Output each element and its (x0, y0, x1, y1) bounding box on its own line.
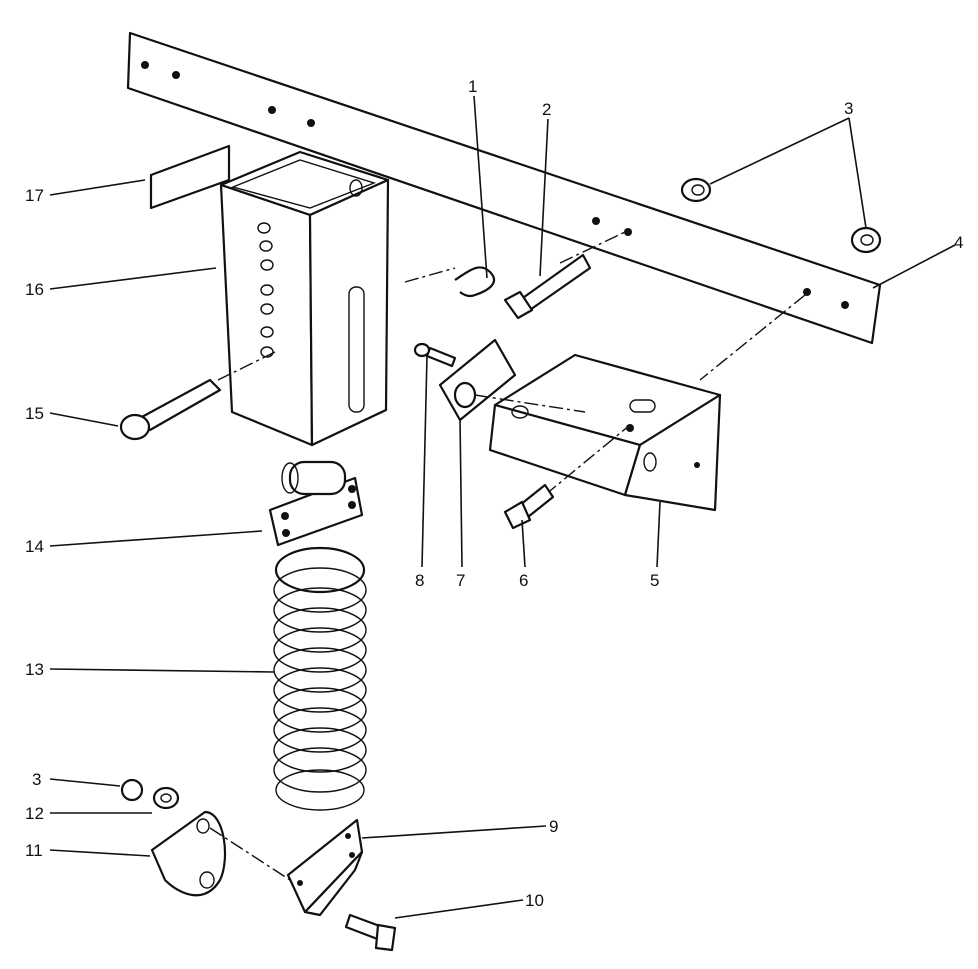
callout-12: 12 (25, 804, 44, 823)
decal (149, 144, 231, 210)
lower-bracket (286, 818, 364, 917)
hairpin-clip (404, 266, 496, 298)
hinge-plate (268, 460, 364, 547)
callout-17: 17 (25, 186, 44, 205)
washer (152, 786, 180, 810)
locknut-upper (680, 177, 882, 254)
callout-4: 4 (954, 233, 963, 252)
callout-7: 7 (456, 571, 465, 590)
locknut-lower (120, 778, 144, 802)
callout-10: 10 (525, 891, 544, 910)
callout-14: 14 (25, 537, 44, 556)
callout-3-lower: 3 (32, 770, 41, 789)
callout-15: 15 (25, 404, 44, 423)
leader-lines (49, 95, 956, 919)
square-tube (219, 150, 390, 447)
pin (119, 351, 276, 441)
callout-11: 11 (25, 841, 43, 860)
mounting-bar (126, 31, 882, 345)
stud-plate (438, 338, 586, 422)
callout-5: 5 (650, 571, 659, 590)
coil-spring (273, 546, 367, 811)
callout-8: 8 (415, 571, 424, 590)
angle-bracket (488, 294, 806, 512)
callout-16: 16 (25, 280, 44, 299)
callout-3: 3 (844, 99, 853, 118)
callout-9: 9 (549, 817, 558, 836)
hex-bolt (503, 424, 631, 530)
callout-2: 2 (542, 100, 551, 119)
callout-1: 1 (468, 77, 477, 96)
carriage-bolt (503, 231, 626, 320)
small-screw (413, 342, 457, 368)
callout-13: 13 (25, 660, 44, 679)
callout-6: 6 (519, 571, 528, 590)
lower-bolt (344, 913, 397, 952)
triangular-plate (150, 810, 291, 897)
